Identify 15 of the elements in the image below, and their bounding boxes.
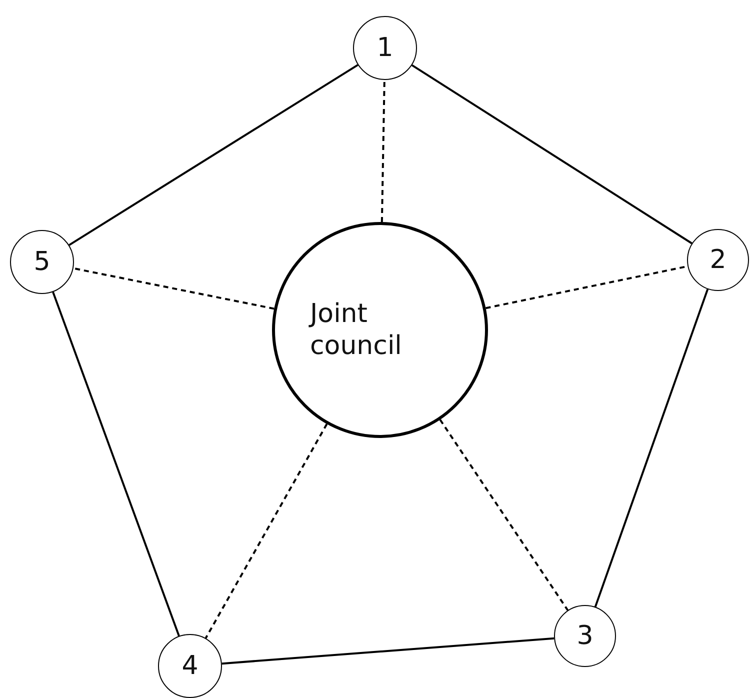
node-label: 1: [376, 32, 394, 64]
connector: [594, 288, 709, 608]
dashed-connector: [73, 267, 274, 310]
node-label: 3: [576, 620, 594, 652]
connector: [222, 637, 554, 665]
connector: [411, 64, 692, 244]
connector: [68, 64, 358, 246]
dashed-connector: [380, 80, 386, 222]
node-label: Joint council: [310, 298, 403, 362]
dashed-connector: [204, 424, 328, 639]
dashed-connector: [439, 419, 569, 611]
node-label: 2: [710, 244, 726, 276]
node-label: 5: [34, 246, 50, 278]
node-label: 4: [182, 650, 198, 682]
connector: [52, 292, 180, 636]
